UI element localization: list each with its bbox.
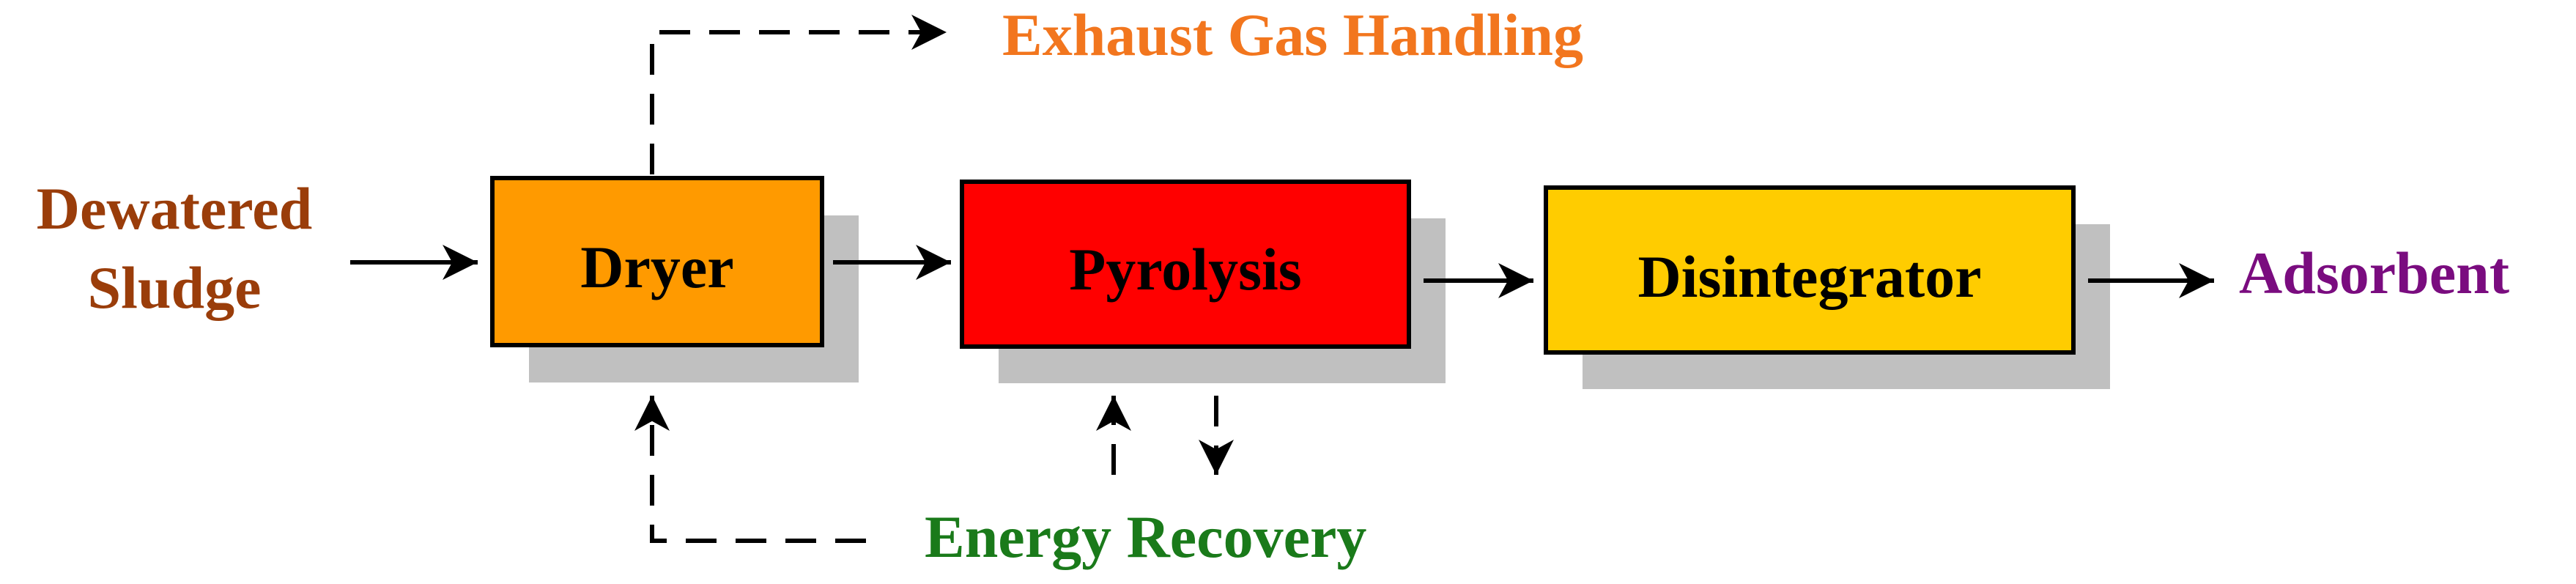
disintegrator-label: Disintegrator — [1637, 243, 1981, 310]
energy-label: Energy Recovery — [925, 503, 1366, 570]
input-label-line2: Sludge — [88, 254, 262, 321]
input-label-line1: Dewatered — [37, 175, 312, 242]
pyrolysis-box — [960, 180, 1411, 349]
dryer-box — [490, 176, 824, 347]
output-label: Adsorbent — [2239, 240, 2509, 306]
disintegrator-box — [1544, 185, 2076, 355]
exhaust-dashed-arrow — [650, 15, 947, 174]
exhaust-label: Exhaust Gas Handling — [1002, 1, 1583, 68]
energy-return-dashed-arrow — [634, 396, 866, 543]
dryer-label: Dryer — [580, 234, 733, 300]
pyrolysis-label: Pyrolysis — [1069, 236, 1301, 303]
